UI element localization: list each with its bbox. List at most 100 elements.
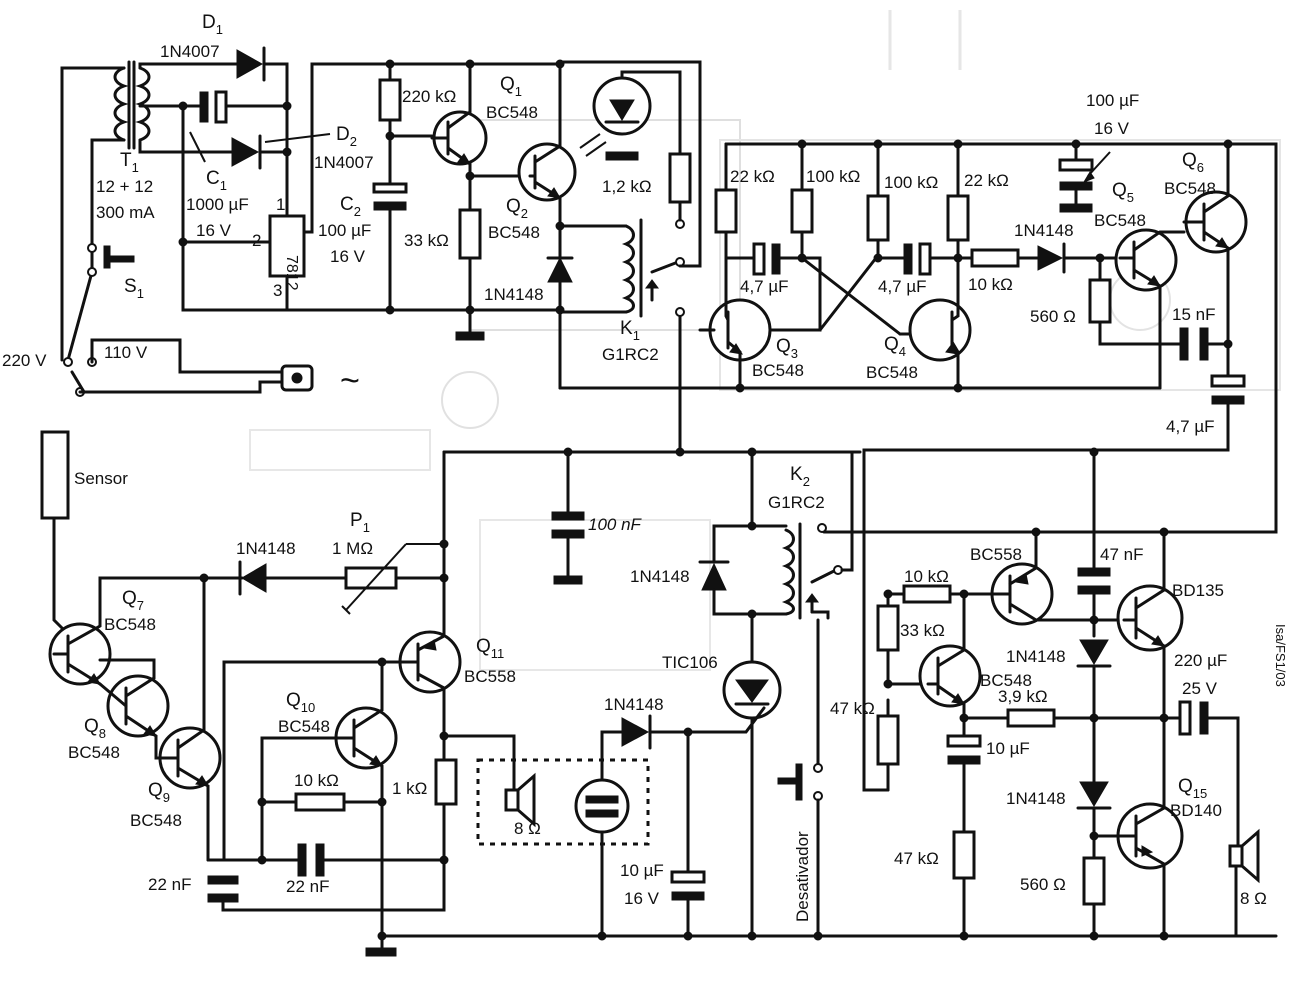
c-10u-trigger-label: 10 µF [620, 861, 664, 880]
r-33k-label: 33 kΩ [404, 231, 449, 250]
q7-label: Q7 [122, 588, 144, 613]
sensor-diode-label: 1N4148 [236, 539, 296, 558]
r-22k-left-label: 22 kΩ [730, 167, 775, 186]
oscillator-labels: 22 kΩ 100 kΩ 100 kΩ 22 kΩ 4,7 µF 4,7 µF … [730, 91, 1216, 436]
c2-label: C2 [340, 194, 361, 219]
d1-label: D1 [202, 12, 223, 37]
k2-part: G1RC2 [768, 493, 825, 512]
r-10k-osc-label: 10 kΩ [968, 275, 1013, 294]
osc-diode-label: 1N4148 [1014, 221, 1074, 240]
mains-220v-label: 220 V [2, 351, 47, 370]
c-22n-horizontal-label: 22 nF [286, 877, 329, 896]
c-220u-label: 220 µF [1174, 651, 1227, 670]
scr-part-label: TIC106 [662, 653, 718, 672]
c-100u-voltage: 16 V [1094, 119, 1130, 138]
c-100n-label: 100 nF [588, 515, 643, 534]
regulator-pin-1: 1 [276, 195, 285, 214]
c-15n-label: 15 nF [1172, 305, 1215, 324]
r-100k-mid1-label: 100 kΩ [806, 167, 860, 186]
ac-symbol: ~ [340, 362, 360, 400]
s1-label: S1 [124, 276, 144, 301]
amplifier-labels: BC558 47 nF BD135 10 kΩ 33 kΩ BC548 1N41… [830, 545, 1267, 908]
q2-part: BC548 [488, 223, 540, 242]
c-4u7-right-label: 4,7 µF [878, 277, 927, 296]
mains-110v-label: 110 V [104, 343, 148, 362]
q2-label: Q2 [506, 196, 528, 221]
q3-label: Q3 [776, 336, 798, 361]
sensor-label: Sensor [74, 469, 128, 488]
bc558-amp-label: BC558 [970, 545, 1022, 564]
amp-speaker-label: 8 Ω [1240, 889, 1267, 908]
q7-part: BC548 [104, 615, 156, 634]
r-3k9-label: 3,9 kΩ [998, 687, 1048, 706]
regulator-output-voltage: 16 V [196, 221, 232, 240]
q4-label: Q4 [884, 334, 906, 359]
amp-diode-2-label: 1N4148 [1006, 789, 1066, 808]
bd135-label: BD135 [1172, 581, 1224, 600]
speaker-impedance-label: 8 Ω [514, 819, 541, 838]
power-supply-section: 7812 [60, 46, 562, 397]
q1-label: Q1 [500, 74, 522, 99]
r-560-amp-label: 560 Ω [1020, 875, 1066, 894]
d1-part-label: 1N4007 [160, 42, 220, 61]
bc548-amp-label: BC548 [980, 671, 1032, 690]
amplifier-section [876, 450, 1260, 938]
trigger-labels: 1N4148 1N4148 K2 G1RC2 TIC106 10 µF 16 V… [604, 464, 825, 922]
r-100k-mid2-label: 100 kΩ [884, 173, 938, 192]
sensor-section [40, 430, 1278, 957]
r-47k-upper-label: 47 kΩ [830, 699, 875, 718]
c1-value: 1000 µF [186, 195, 249, 214]
r-560-osc-label: 560 Ω [1030, 307, 1076, 326]
d2-label: D2 [336, 124, 357, 149]
q10-label: Q10 [286, 690, 315, 715]
junction-dots [178, 59, 1233, 941]
r-22k-right-label: 22 kΩ [964, 171, 1009, 190]
r-33k-amp-label: 33 kΩ [900, 621, 945, 640]
r-10k-amp-label: 10 kΩ [904, 567, 949, 586]
c-220u-voltage: 25 V [1182, 679, 1218, 698]
d2-part-label: 1N4007 [314, 153, 374, 172]
power-supply-labels: D1 1N4007 D2 1N4007 T1 12 + 12 300 mA C1… [2, 12, 374, 400]
c-10u-trigger-voltage: 16 V [624, 889, 660, 908]
oscillator-section [698, 142, 1278, 792]
q5-label: Q5 [1112, 180, 1134, 205]
c-47n-label: 47 nF [1100, 545, 1143, 564]
c-100u-value: 100 µF [1086, 91, 1139, 110]
c2-value: 100 µF [318, 221, 371, 240]
c1-label: C1 [206, 168, 227, 193]
r-1k2-label: 1,2 kΩ [602, 177, 652, 196]
sensor-labels: Sensor P1 1 MΩ 1N4148 Q7 BC548 Q8 BC548 … [68, 469, 643, 896]
q9-part: BC548 [130, 811, 182, 830]
c-10u-amp-label: 10 µF [986, 739, 1030, 758]
credit-label: Isa/FS1/03 [1273, 624, 1288, 687]
regulator-pin-2: 2 [252, 231, 261, 250]
r-10k-q10-label: 10 kΩ [294, 771, 339, 790]
amp-diode-1-label: 1N4148 [1006, 647, 1066, 666]
regulator-pin-3: 3 [273, 281, 282, 300]
k2-diode-label: 1N4148 [630, 567, 690, 586]
q11-label: Q11 [476, 636, 504, 661]
q5-part: BC548 [1094, 211, 1146, 230]
r-220k-label: 220 kΩ [402, 87, 456, 106]
c-4u7-left-label: 4,7 µF [740, 277, 789, 296]
q4-part: BC548 [866, 363, 918, 382]
p1-value: 1 MΩ [332, 539, 373, 558]
q15-part: BD140 [1170, 801, 1222, 820]
q11-part: BC558 [464, 667, 516, 686]
scr-diode-label: 1N4148 [604, 695, 664, 714]
k2-label: K2 [790, 464, 810, 489]
t1-spec-1: 12 + 12 [96, 177, 153, 196]
k1-label: K1 [620, 318, 640, 343]
timer-labels: 220 kΩ Q1 BC548 C2 100 µF 16 V 33 kΩ Q2 … [318, 74, 659, 364]
timer-section [181, 60, 1162, 454]
q6-part: BC548 [1164, 179, 1216, 198]
k1-part: G1RC2 [602, 345, 659, 364]
q8-part: BC548 [68, 743, 120, 762]
t1-spec-2: 300 mA [96, 203, 155, 222]
t1-label: T1 [120, 150, 139, 175]
timer-diode-label: 1N4148 [484, 285, 544, 304]
c-22n-vertical-label: 22 nF [148, 875, 191, 894]
c2-voltage: 16 V [330, 247, 366, 266]
q10-part: BC548 [278, 717, 330, 736]
